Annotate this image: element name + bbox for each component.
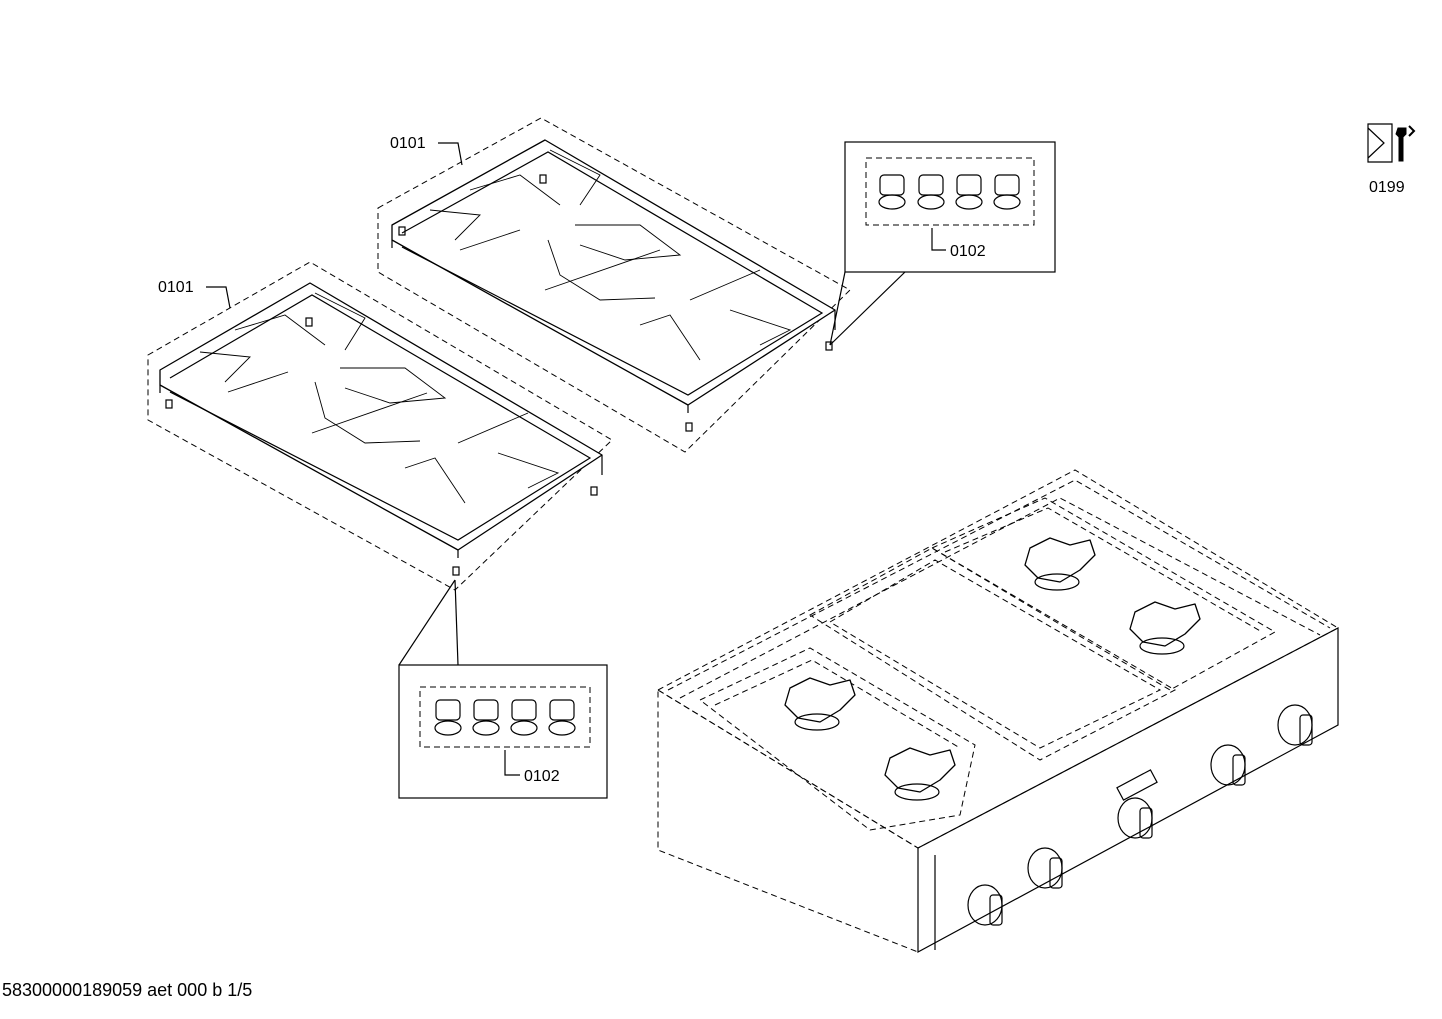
burner-2 (884, 747, 956, 801)
callout-grate-upper: 0101 (390, 135, 463, 166)
control-knob-3 (1117, 797, 1153, 839)
control-knob-4 (1210, 744, 1246, 786)
cooktop-assembly (656, 469, 1340, 954)
control-knob-2 (1027, 847, 1063, 889)
control-knob-5 (1277, 704, 1313, 746)
document-footer: 58300000189059 aet 000 b 1/5 (2, 980, 253, 1000)
rubber-foot-5 (434, 699, 462, 736)
rubber-foot-1 (878, 174, 906, 210)
label-service-tool: 0199 (1369, 179, 1405, 196)
rubber-foot-8 (548, 699, 576, 736)
rubber-foot-3 (955, 174, 983, 210)
burner-1 (784, 677, 856, 731)
label-feet-lower: 0102 (524, 768, 560, 785)
rubber-foot-2 (917, 174, 945, 210)
callout-grate-lower: 0101 (158, 279, 231, 309)
service-tool: 0199 (1367, 123, 1416, 196)
burner-3 (1024, 537, 1096, 591)
rubber-foot-7 (510, 699, 538, 736)
grate-upper (377, 117, 851, 453)
label-grate-lower: 0101 (158, 279, 194, 296)
burner-4 (1129, 601, 1201, 655)
grate-lower (147, 261, 613, 591)
control-knob-1 (967, 884, 1003, 926)
label-feet-upper: 0102 (950, 243, 986, 260)
wrench-tool-icon (1367, 123, 1416, 163)
rubber-foot-4 (993, 174, 1021, 210)
feet-detail-lower: 0102 (398, 579, 608, 799)
label-grate-upper: 0101 (390, 135, 426, 152)
feet-detail-upper: 0102 (829, 141, 1056, 346)
rubber-foot-6 (472, 699, 500, 736)
